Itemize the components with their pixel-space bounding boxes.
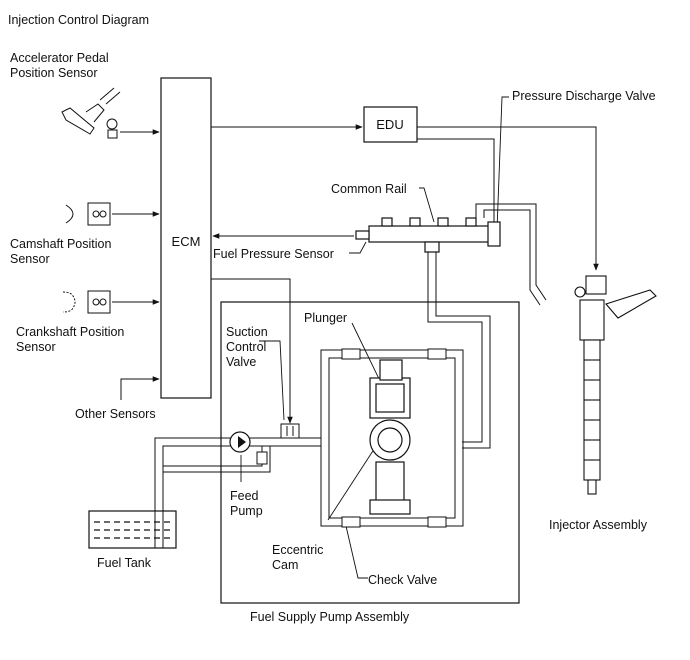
accelerator-pedal-icon	[61, 87, 121, 139]
edu-label: EDU	[376, 117, 403, 132]
fuel-lines	[154, 203, 547, 548]
suction-control-valve-label: Suction Control Valve	[226, 325, 268, 369]
crankshaft-sensor-label: Crankshaft Position Sensor	[16, 325, 125, 354]
check-valves	[341, 348, 447, 528]
injector-assembly-label: Injector Assembly	[549, 518, 647, 532]
camshaft-sensor-icon	[65, 202, 111, 226]
leader-lines	[240, 96, 509, 579]
ecm-box	[160, 77, 212, 399]
pressure-discharge-valve-body	[487, 221, 501, 247]
diagram-title: Injection Control Diagram	[8, 13, 150, 27]
fuel-tank	[88, 510, 177, 549]
camshaft-sensor-label: Camshaft Position Sensor	[10, 237, 112, 266]
sensor-signal-lines	[112, 124, 599, 424]
edu-box	[363, 106, 418, 143]
suction-control-valve-icon	[280, 423, 300, 439]
fuel-pressure-sensor-body	[355, 230, 370, 240]
fuel-supply-pump-assembly-label: Fuel Supply Pump Assembly	[250, 610, 410, 624]
feed-pump-label: Feed Pump	[230, 489, 263, 518]
feed-pump-icon	[229, 431, 268, 465]
check-valve-label: Check Valve	[368, 573, 438, 587]
crankshaft-sensor-icon	[62, 290, 111, 314]
ecm-label: ECM	[172, 234, 201, 249]
plunger-label: Plunger	[304, 311, 348, 325]
pressure-discharge-valve-label: Pressure Discharge Valve	[512, 89, 656, 103]
plunger-assembly	[369, 359, 411, 515]
injector-assembly-icon	[574, 275, 657, 495]
fuel-pressure-sensor-label: Fuel Pressure Sensor	[213, 247, 334, 261]
fuel-tank-label: Fuel Tank	[97, 556, 151, 570]
fuel-supply-pump-assembly-outline	[220, 301, 520, 604]
eccentric-cam-label: Eccentric Cam	[272, 543, 324, 572]
common-rail	[355, 217, 501, 253]
other-sensors-label: Other Sensors	[75, 407, 156, 421]
common-rail-label: Common Rail	[331, 182, 407, 196]
accelerator-sensor-label: Accelerator Pedal Position Sensor	[10, 51, 109, 80]
